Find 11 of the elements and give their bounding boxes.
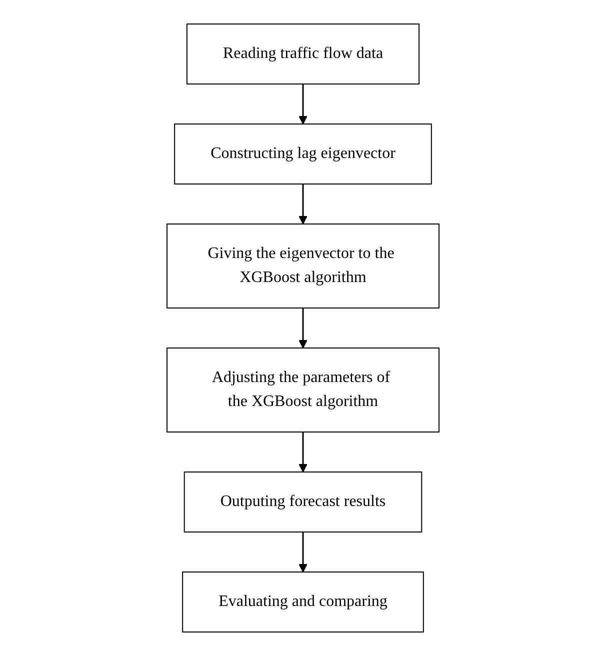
node-box: Giving the eigenvector to the XGBoost algorithm [166,224,439,308]
node-box: Evaluating and comparing [182,572,424,632]
node-box: Reading traffic flow data [186,24,420,84]
arrow [298,432,307,472]
arrow [298,84,307,124]
node-box: Adjusting the parameters of the XGBoost algorithm [166,348,439,432]
arrow [298,532,307,572]
arrow [298,308,307,348]
node-box: Constructing lag eigenvector [174,124,432,184]
arrow [298,184,307,224]
node-box: Outputing forecast results [183,472,422,532]
